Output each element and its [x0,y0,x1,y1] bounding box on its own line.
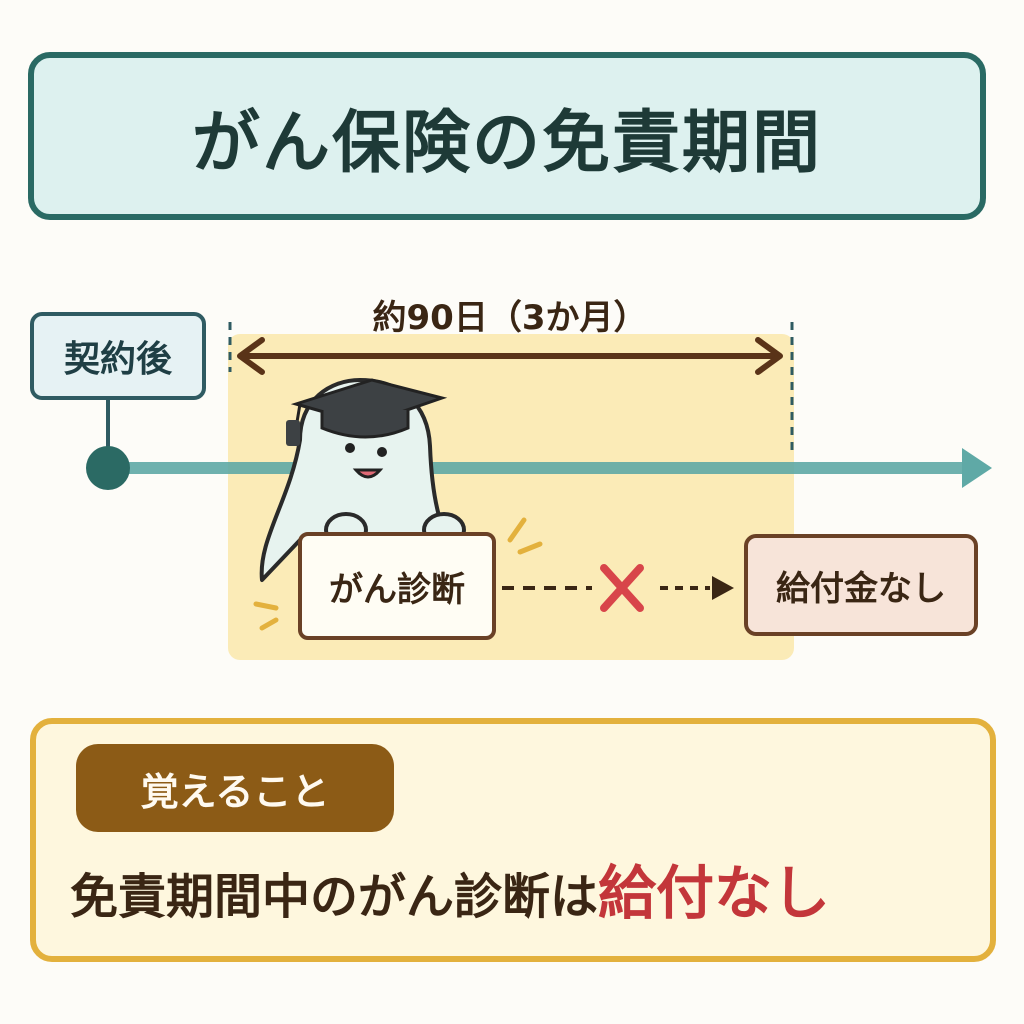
no-benefit-box: 給付金なし [744,534,978,636]
contract-start-dot [86,446,130,490]
no-benefit-label: 給付金なし [776,568,946,609]
contract-label: 契約後 [63,339,172,380]
diagnosis-label: がん診断 [329,569,465,610]
flow-arrowhead-icon [712,576,734,600]
memo-badge: 覚えること [76,744,394,832]
memo-badge-label: 覚えること [140,769,330,814]
period-span-arrow [237,337,783,375]
memo-text-prefix: 免責期間中のがん診断は [70,869,599,925]
page-title: がん保険の免責期間 [191,103,822,183]
contract-label-box: 契約後 [30,312,206,400]
period-label: 約90日（3か月） [372,298,648,338]
sparkle-icon [253,517,543,631]
title-banner: がん保険の免責期間 [28,52,986,220]
timeline-arrow [108,448,992,488]
memo-text: 免責期間中のがん診断は給付なし [70,846,970,930]
memo-panel: 覚えること 免責期間中のがん診断は給付なし [30,718,996,962]
memo-text-highlight: 給付なし [598,859,831,927]
diagnosis-box: がん診断 [298,532,496,640]
cross-icon [600,564,644,612]
